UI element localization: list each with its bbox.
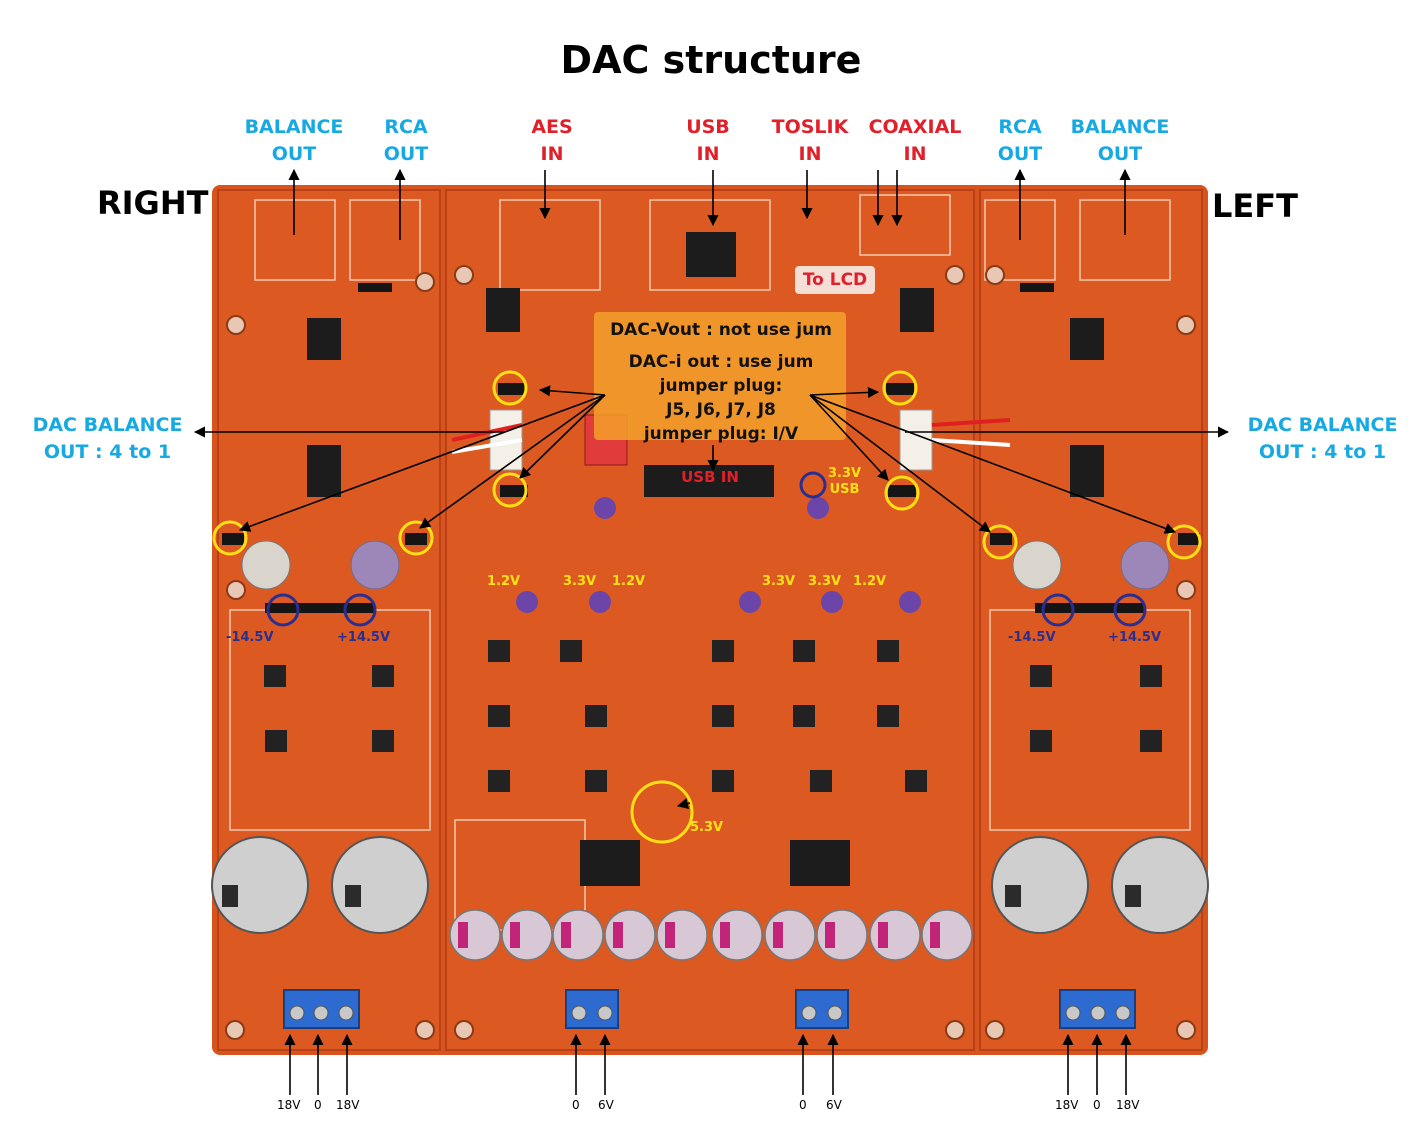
label-line: DAC BALANCE (32, 414, 183, 436)
power-label: 0 (572, 1098, 580, 1112)
dac-balance-right-label: DAC BALANCE OUT : 4 to 1 (30, 412, 185, 466)
power-label: 18V (1055, 1098, 1079, 1112)
label-line: IN (903, 143, 927, 165)
label-line: OUT : 4 to 1 (1258, 441, 1387, 463)
power-label: 18V (336, 1098, 360, 1112)
label-line: USB (829, 482, 860, 497)
label-line: TOSLIK (771, 116, 849, 138)
voltage-1v2-c: 1.2V (853, 574, 887, 589)
label-line: OUT (271, 143, 317, 165)
jumper-info-box: DAC-Vout : not use jum DAC-i out : use j… (596, 318, 846, 446)
power-label: 6V (598, 1098, 614, 1112)
power-label: 18V (1116, 1098, 1140, 1112)
rail-markers (266, 471, 1147, 627)
rail-neg-right: -14.5V (226, 630, 274, 645)
label-line: DAC BALANCE (1247, 414, 1398, 436)
rca-out-left-label: RCA OUT (980, 114, 1060, 168)
label-line: IN (696, 143, 720, 165)
usb-in-header-label: USB IN (681, 468, 739, 486)
voltage-1v2-a: 1.2V (487, 574, 521, 589)
label-line: USB (686, 116, 730, 138)
rail-pos-left: +14.5V (1108, 630, 1162, 645)
label-line: BALANCE (1070, 116, 1170, 138)
aes-in-label: AES IN (512, 114, 592, 168)
label-line: OUT : 4 to 1 (43, 441, 172, 463)
power-label: 6V (826, 1098, 842, 1112)
label-line: OUT (1097, 143, 1143, 165)
voltage-3v3-a: 3.3V (563, 574, 597, 589)
jumper-highlights (212, 370, 1202, 844)
page-title: DAC structure (560, 38, 862, 82)
coaxial-in-label: COAXIAL IN (860, 114, 970, 168)
label-line: COAXIAL (868, 116, 962, 138)
voltage-1v2-b: 1.2V (612, 574, 646, 589)
info-line: DAC-Vout : not use jum (610, 320, 832, 340)
usb-in-label: USB IN (668, 114, 748, 168)
info-line: J5, J6, J7, J8 (666, 400, 776, 420)
power-label: 0 (1093, 1098, 1101, 1112)
label-line: IN (540, 143, 564, 165)
label-line: IN (798, 143, 822, 165)
label-line: OUT (383, 143, 429, 165)
info-line: jumper plug: I/V (643, 424, 799, 444)
toslink-in-label: TOSLIK IN (760, 114, 860, 168)
label-line: OUT (997, 143, 1043, 165)
balance-out-left-label: BALANCE OUT (1070, 114, 1170, 168)
rail-pos-right: +14.5V (337, 630, 391, 645)
balance-out-right-label: BALANCE OUT (244, 114, 344, 168)
annotation-arrows (193, 168, 1230, 1095)
power-label: 0 (799, 1098, 807, 1112)
right-channel-label: RIGHT (97, 184, 209, 222)
label-line: 3.3V (828, 466, 862, 481)
info-line: jumper plug: (659, 376, 783, 396)
dac-balance-left-label: DAC BALANCE OUT : 4 to 1 (1245, 412, 1400, 466)
left-channel-label: LEFT (1212, 187, 1298, 225)
voltage-3v3-c: 3.3V (808, 574, 842, 589)
label-line: RCA (998, 116, 1042, 138)
info-line: DAC-i out : use jum (628, 352, 814, 372)
rca-out-right-label: RCA OUT (366, 114, 446, 168)
power-label: 18V (277, 1098, 301, 1112)
voltage-5v3: 5.3V (690, 820, 724, 835)
voltage-3v3-b: 3.3V (762, 574, 796, 589)
rail-neg-left: -14.5V (1008, 630, 1056, 645)
label-line: BALANCE (244, 116, 344, 138)
label-line: AES (531, 116, 573, 138)
to-lcd-label: To LCD (795, 266, 875, 294)
pcb-board (211, 185, 1209, 1055)
label-line: RCA (384, 116, 428, 138)
power-label: 0 (314, 1098, 322, 1112)
